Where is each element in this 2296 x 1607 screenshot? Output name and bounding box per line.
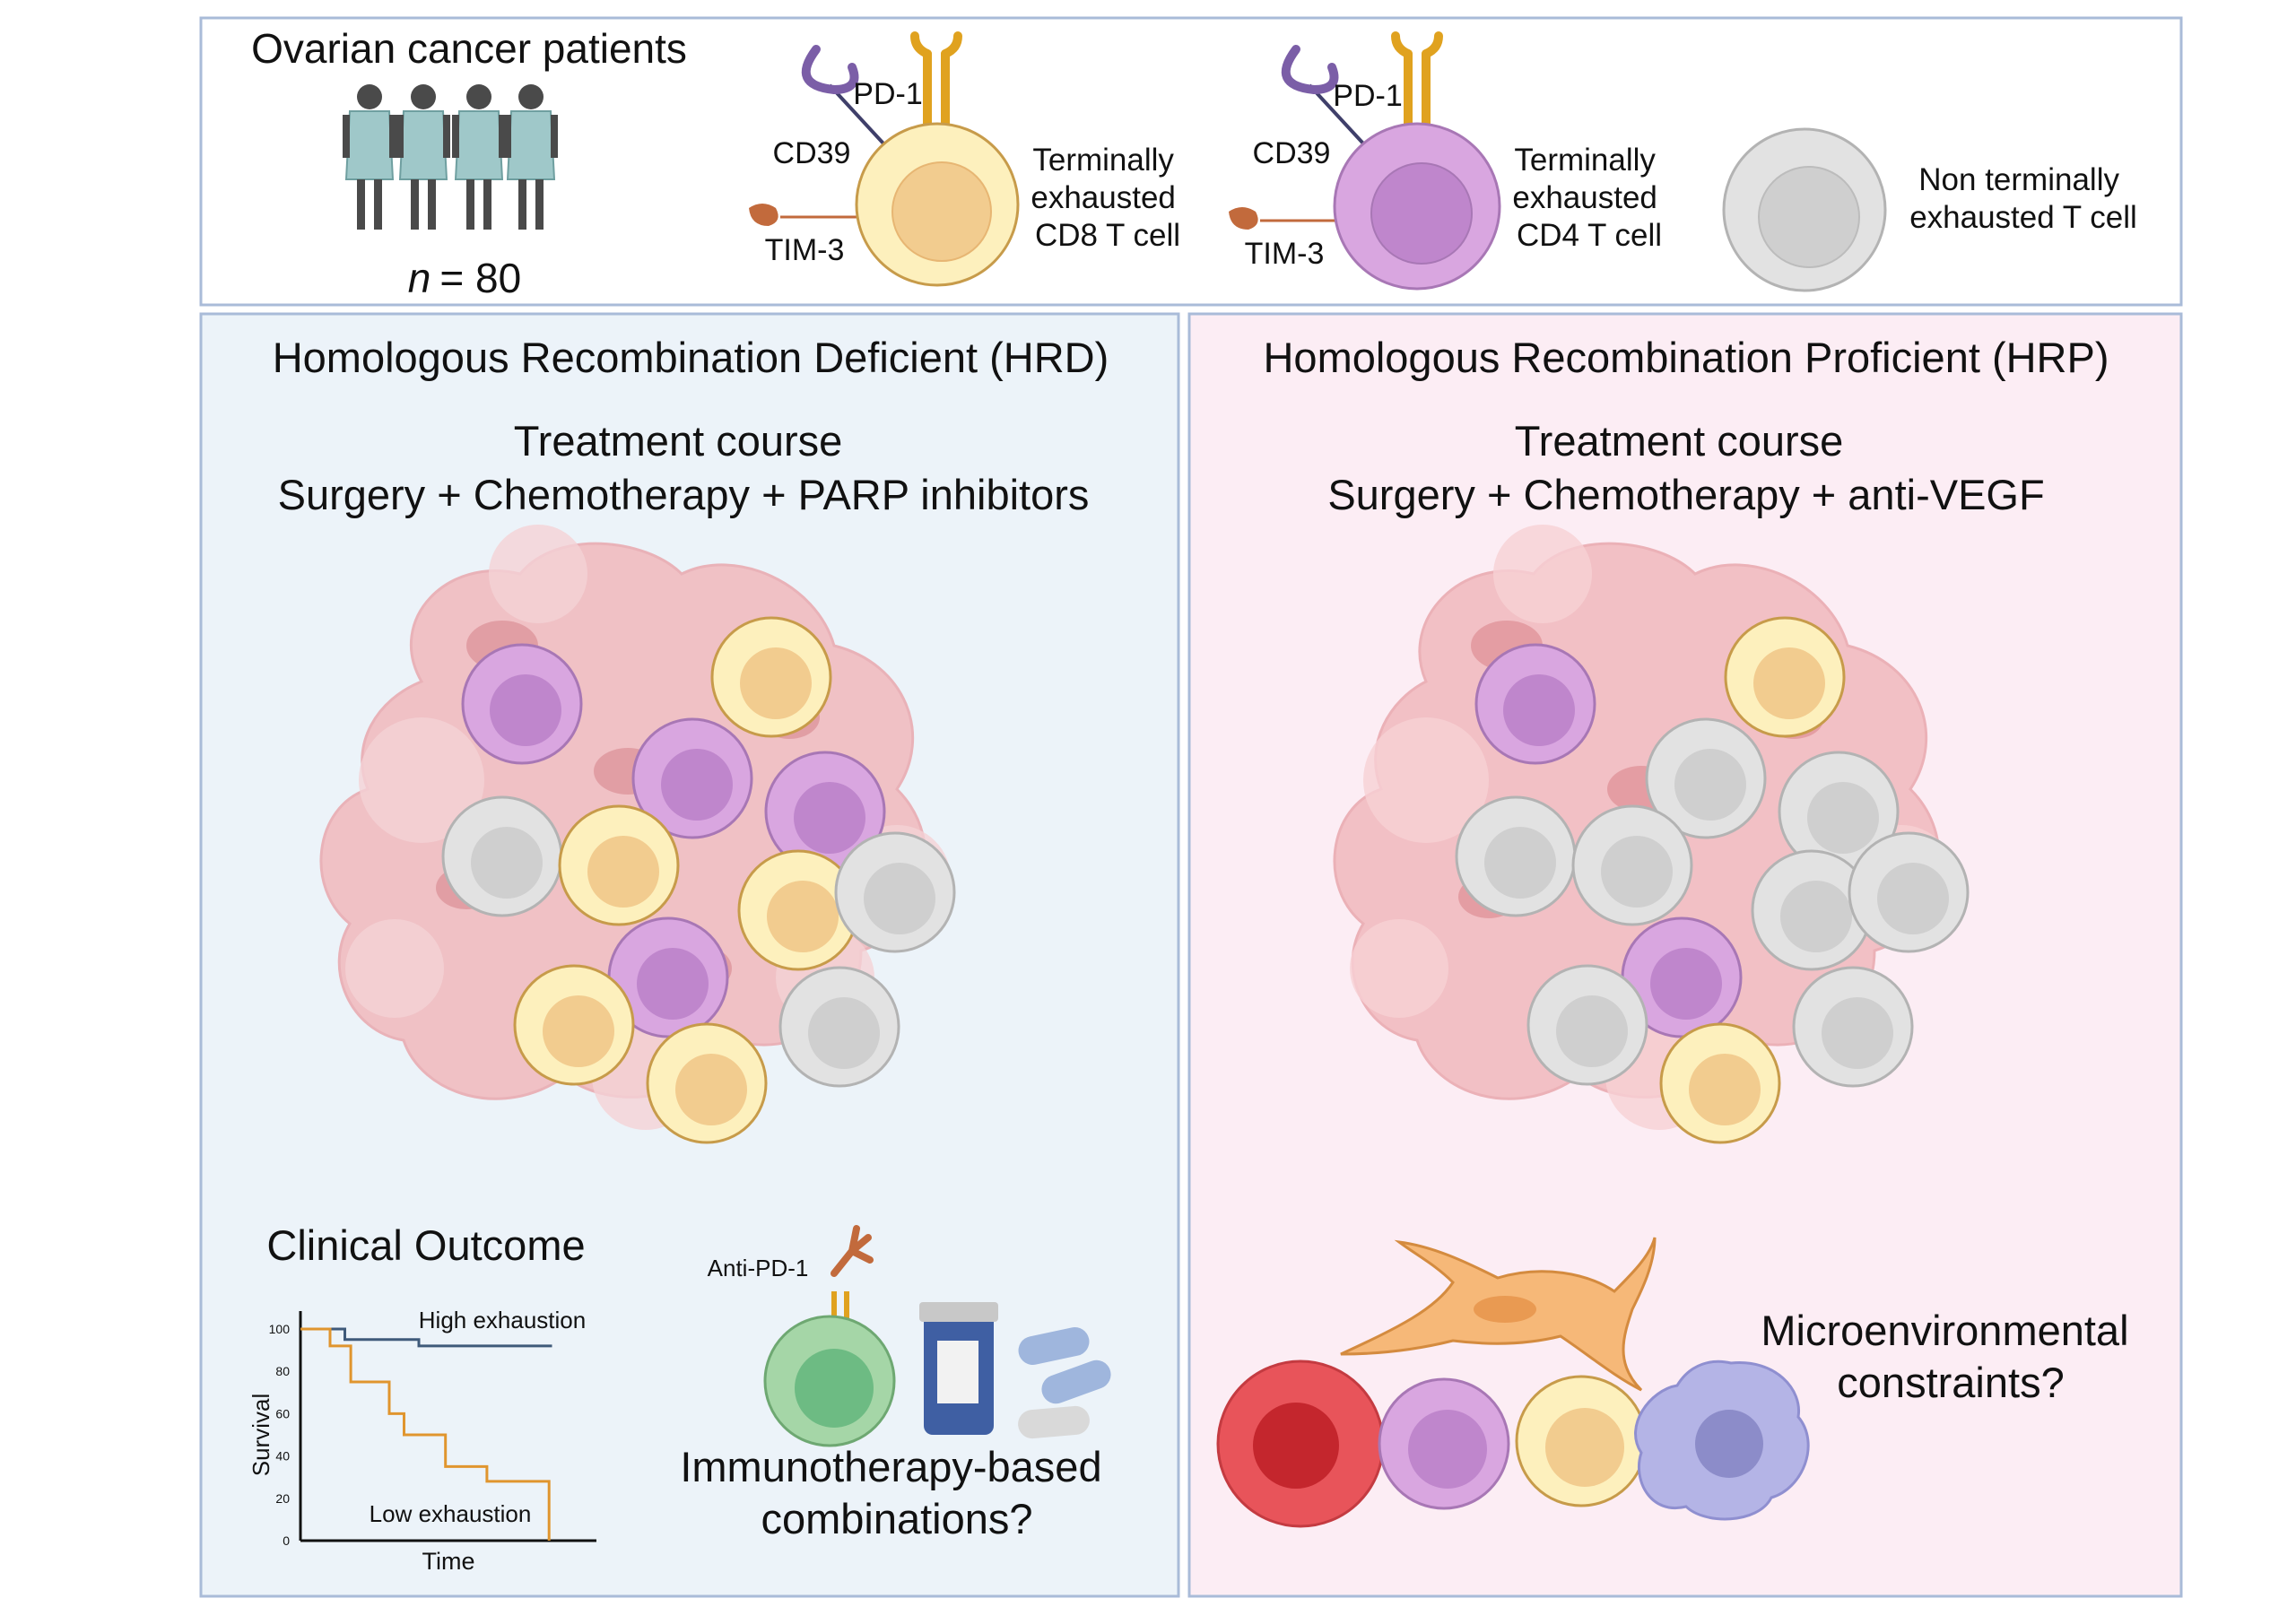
non-terminal-label: Non terminally exhausted T cell <box>1909 162 2137 235</box>
cd8-legend: PD-1 CD39 TIM-3 Terminally exhausted CD8… <box>749 31 1184 287</box>
cd4-legend: PD-1 CD39 TIM-3 Terminally exhausted CD4… <box>1229 31 1665 291</box>
non-terminal-cell <box>834 831 956 953</box>
immunotherapy-question: Immunotherapy-based combinations? <box>680 1443 1113 1542</box>
hrd-treatment-heading: Treatment course <box>514 417 843 465</box>
non-terminal-cell <box>1792 966 1914 1088</box>
non-terminal-cell <box>1778 751 1900 873</box>
cd4-cell <box>764 751 886 873</box>
hrd-treatment-detail: Surgery + Chemotherapy + PARP inhibitors <box>278 471 1090 518</box>
cd4-cell <box>1621 916 1743 1038</box>
cd4-cell <box>461 643 583 765</box>
hrp-tumor-cluster <box>1333 525 1970 1144</box>
hrd-tumor-cluster <box>319 525 956 1144</box>
cd8-cell <box>1724 616 1846 738</box>
cd8-cell <box>1659 1022 1781 1144</box>
cd8-pd1-label: PD-1 <box>853 77 922 111</box>
cd8-cell <box>513 964 635 1086</box>
t-cell-with-pd1-icon <box>763 1291 896 1447</box>
cd8-label: Terminally exhausted CD8 T cell <box>1031 143 1184 253</box>
anti-pd1-label: Anti-PD-1 <box>708 1255 809 1281</box>
y-tick-label: 60 <box>275 1406 290 1420</box>
hrp-treatment-detail: Surgery + Chemotherapy + anti-VEGF <box>1327 471 2044 518</box>
y-tick-label: 100 <box>269 1322 291 1336</box>
hrp-treatment-heading: Treatment course <box>1515 417 1844 465</box>
y-tick-label: 0 <box>283 1533 290 1548</box>
patients-title: Ovarian cancer patients <box>251 25 687 72</box>
fibroblast-icon <box>1340 1237 1657 1392</box>
non-terminal-cell <box>1571 804 1693 926</box>
non-terminal-cell <box>1455 795 1577 917</box>
cd4-cell <box>631 717 753 839</box>
y-tick-label: 40 <box>275 1449 290 1464</box>
y-tick-label: 20 <box>275 1491 290 1506</box>
non-terminal-cell <box>1645 717 1767 839</box>
patient-count: n= 80 <box>408 255 521 301</box>
cd8-tim3-label: TIM-3 <box>765 233 845 267</box>
pill-bottle-icon <box>919 1302 998 1435</box>
patients-icon <box>343 84 558 230</box>
cd4-cd39-label: CD39 <box>1253 136 1331 170</box>
low-exhaustion-label: Low exhaustion <box>370 1500 532 1527</box>
non-terminal-cell <box>1526 964 1648 1086</box>
non-terminal-cell <box>441 795 563 917</box>
y-tick-label: 80 <box>275 1364 290 1378</box>
cd39-receptor-icon <box>828 83 885 145</box>
x-axis-label: Time <box>422 1548 475 1575</box>
macrophage-icon <box>1634 1359 1810 1521</box>
cd4-pd1-label: PD-1 <box>1333 79 1402 113</box>
red-cancer-cell-icon <box>1216 1359 1385 1528</box>
pills-icon <box>1018 1327 1111 1439</box>
cd8-cd39-label: CD39 <box>773 136 851 170</box>
cd8-cell-icon <box>1515 1375 1648 1507</box>
cd4-label: Terminally exhausted CD4 T cell <box>1512 143 1665 253</box>
cd39-receptor-icon <box>1308 83 1365 145</box>
pd1-receptor-icon <box>923 49 950 130</box>
hrp-title: Homologous Recombination Proficient (HRP… <box>1263 334 2109 381</box>
cd8-cell <box>737 849 859 971</box>
cd8-cell <box>710 616 832 738</box>
series-line-high-exhaustion <box>300 1327 552 1348</box>
pd1-receptor-icon <box>1404 49 1431 130</box>
high-exhaustion-label: High exhaustion <box>419 1307 586 1333</box>
y-axis-label: Survival <box>248 1394 274 1476</box>
series-line-low-exhaustion <box>300 1327 551 1541</box>
non-terminal-legend: Non terminally exhausted T cell <box>1722 127 2137 292</box>
antibody-icon <box>831 1225 874 1277</box>
cd4-cell <box>607 916 729 1038</box>
non-terminal-cell <box>1848 831 1970 953</box>
hrd-title: Homologous Recombination Deficient (HRD) <box>273 334 1109 381</box>
cd8-cell <box>646 1022 768 1144</box>
cd4-tim3-label: TIM-3 <box>1245 237 1325 271</box>
cd4-cell-icon <box>1378 1377 1510 1510</box>
constraints-question: Microenvironmental constraints? <box>1761 1307 2140 1406</box>
non-terminal-cell <box>778 966 900 1088</box>
clinical-outcome-title: Clinical Outcome <box>266 1221 585 1269</box>
cd4-cell <box>1474 643 1596 765</box>
cd8-cell <box>558 804 680 926</box>
